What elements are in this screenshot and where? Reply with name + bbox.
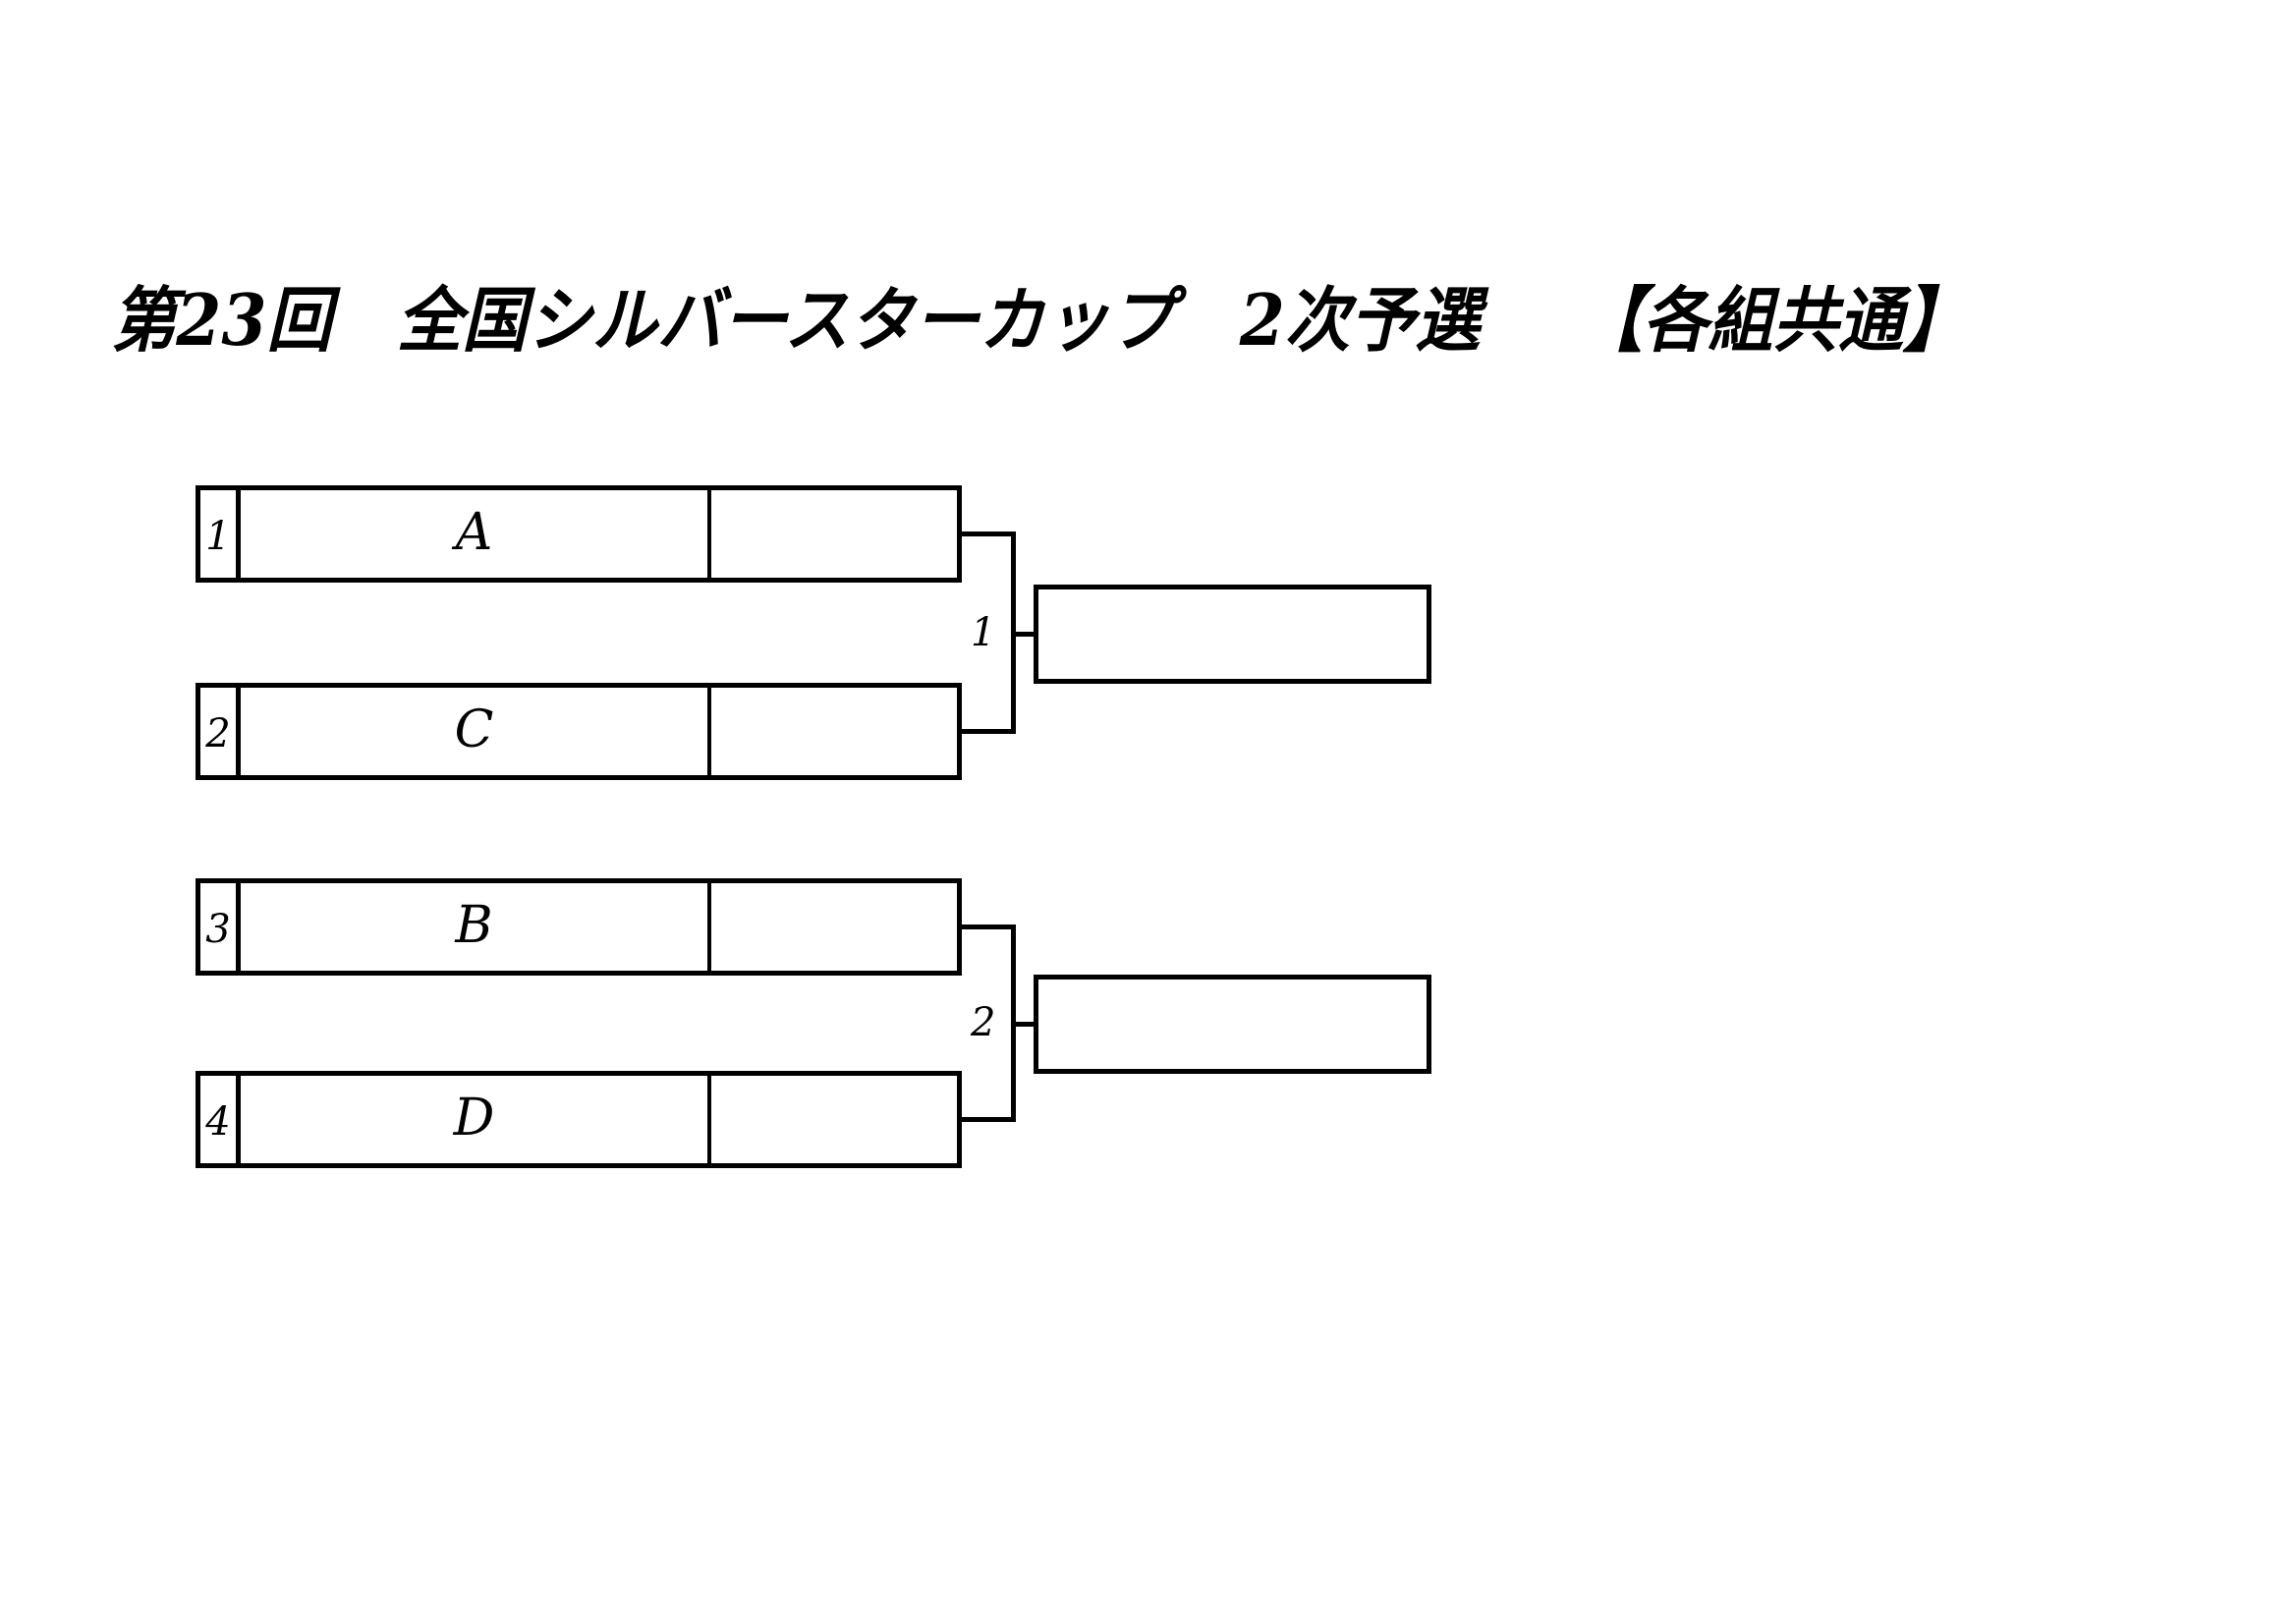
bracket-entry-row[interactable]: 1 A <box>196 485 962 583</box>
connector-stub-top <box>959 532 1016 536</box>
team-name-cell[interactable]: A <box>241 490 711 578</box>
connector-stub-bottom <box>959 1117 1016 1122</box>
connector-stub-top <box>959 924 1016 929</box>
match-number: 1 <box>971 610 996 655</box>
team-name-cell[interactable]: B <box>241 883 711 971</box>
seed-number: 2 <box>205 710 231 756</box>
score-cell[interactable] <box>711 490 957 578</box>
connector-out <box>1011 632 1038 637</box>
seed-number: 3 <box>205 906 231 952</box>
team-name-cell[interactable]: C <box>241 688 711 775</box>
seed-cell: 1 <box>200 490 241 578</box>
team-name-cell[interactable]: D <box>241 1076 711 1163</box>
connector-out <box>1011 1022 1038 1027</box>
connector-stub-bottom <box>959 729 1016 734</box>
team-name: C <box>454 700 494 759</box>
team-name: B <box>455 895 493 955</box>
winner-box[interactable] <box>1034 585 1431 684</box>
winner-box[interactable] <box>1034 975 1431 1074</box>
team-name: D <box>453 1088 495 1148</box>
score-cell[interactable] <box>711 1076 957 1163</box>
seed-cell: 3 <box>200 883 241 971</box>
seed-number: 1 <box>205 513 231 559</box>
score-cell[interactable] <box>711 883 957 971</box>
seed-cell: 2 <box>200 688 241 775</box>
match-number: 2 <box>971 1000 996 1045</box>
page-title: 第23回 全国シルバースターカップ 2次予選 【各組共通】 <box>111 278 1969 362</box>
seed-cell: 4 <box>200 1076 241 1163</box>
score-cell[interactable] <box>711 688 957 775</box>
bracket-entry-row[interactable]: 4 D <box>196 1071 962 1168</box>
seed-number: 4 <box>205 1098 231 1145</box>
bracket-entry-row[interactable]: 2 C <box>196 683 962 780</box>
bracket-entry-row[interactable]: 3 B <box>196 878 962 976</box>
team-name: A <box>455 502 493 562</box>
